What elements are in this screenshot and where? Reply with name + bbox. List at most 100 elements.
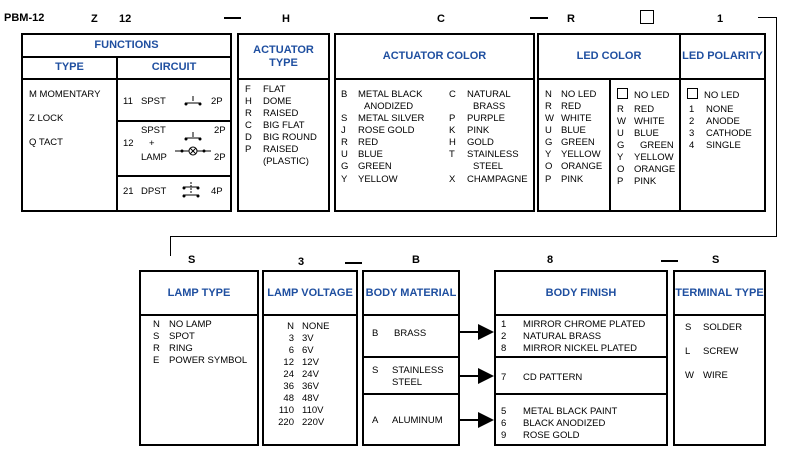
connector-line — [776, 17, 777, 237]
divider — [496, 393, 666, 395]
code-led-polarity: 1 — [717, 13, 724, 25]
led-color-item: PINK — [561, 174, 584, 185]
code-terminal-type: S — [712, 254, 720, 266]
actuator-type-item: DOME — [263, 96, 292, 107]
body-finish-code: 1 — [501, 319, 507, 330]
spst-lamp-switch-icon — [175, 132, 211, 156]
type-momentary: M MOMENTARY — [29, 89, 101, 100]
body-finish-code: 2 — [501, 331, 507, 342]
actuator-color-item: GOLD — [467, 137, 494, 148]
circuit-11-code: 11 — [123, 96, 133, 107]
body-finish-code: 7 — [501, 372, 507, 383]
lamp-voltage-value: 12V — [302, 357, 319, 368]
body-finish-item: MIRROR CHROME PLATED — [523, 319, 646, 330]
material-finish-arrows — [458, 324, 494, 428]
blank-code-box — [640, 10, 654, 24]
led-color-item: NO LED — [561, 89, 597, 100]
lamp-voltage-code: 48 — [283, 393, 294, 404]
actuator-color-letter: K — [449, 125, 456, 136]
divider — [118, 175, 230, 177]
actuator-color-letter: P — [449, 113, 456, 124]
body-material-label: STEEL — [392, 377, 423, 388]
body-material-label: STAINLESS — [392, 365, 444, 376]
lamp-type-letter: S — [153, 331, 160, 342]
actuator-color-letter: H — [449, 137, 456, 148]
lamp-type-letter: R — [153, 343, 160, 354]
body-finish-title: BODY FINISH — [496, 272, 666, 316]
divider — [609, 78, 611, 210]
actuator-color-item: YELLOW — [358, 174, 398, 185]
actuator-type-title: ACTUATOR TYPE — [239, 35, 328, 80]
circuit-12-plus: + — [149, 138, 155, 149]
led-color-item: ORANGE — [634, 164, 676, 175]
circuit-12-name: SPST — [141, 125, 166, 136]
circuit-header: CIRCUIT — [151, 60, 197, 73]
actuator-type-letter: H — [245, 96, 252, 107]
body-material-label: BRASS — [394, 328, 427, 339]
led-color-item: RED — [634, 104, 655, 115]
circuit-12-out1: 2P — [214, 125, 226, 136]
lamp-voltage-code: 24 — [283, 369, 294, 380]
lamp-voltage-value: 24V — [302, 369, 319, 380]
led-color-letter: R — [617, 104, 624, 115]
actuator-color-item: METAL SILVER — [358, 113, 425, 124]
lamp-voltage-code: 110 — [278, 405, 294, 416]
led-polarity-item: ANODE — [706, 116, 740, 127]
actuator-color-table: ACTUATOR COLOR B S J R U G Y METAL BLACK… — [334, 33, 535, 212]
terminal-type-title: TERMINAL TYPE — [675, 272, 764, 316]
code-led-color: R — [567, 13, 575, 25]
code-body-finish: 8 — [547, 254, 554, 266]
led-color-letter: R — [545, 101, 552, 112]
lamp-type-item: SPOT — [169, 331, 195, 342]
led-color-letter: Y — [617, 152, 624, 163]
lamp-voltage-value: 6V — [302, 345, 314, 356]
lamp-voltage-value: NONE — [302, 321, 330, 332]
circuit-12-lamp: LAMP — [141, 152, 167, 163]
actuator-color-letter: G — [341, 161, 349, 172]
lamp-voltage-code: 12 — [283, 357, 294, 368]
separator-dash — [530, 17, 548, 19]
led-color-item: WHITE — [634, 116, 665, 127]
lamp-voltage-title: LAMP VOLTAGE — [264, 272, 356, 316]
led-color-item: BLUE — [634, 128, 659, 139]
led-color-item: YELLOW — [634, 152, 674, 163]
actuator-color-item: PINK — [467, 125, 490, 136]
separator-dash — [661, 260, 678, 262]
lamp-type-letter: N — [153, 319, 160, 330]
actuator-color-item: PURPLE — [467, 113, 506, 124]
lamp-voltage-code: N — [287, 321, 294, 332]
body-finish-item: ROSE GOLD — [523, 430, 580, 441]
actuator-type-letter: R — [245, 108, 252, 119]
actuator-type-letter: C — [245, 120, 252, 131]
circuit-21-code: 21 — [123, 186, 134, 197]
led-polarity-letter: 2 — [689, 116, 695, 127]
terminal-type-table: TERMINAL TYPE S L W SOLDER SCREW WIRE — [673, 270, 766, 446]
actuator-color-item: ANODIZED — [364, 101, 414, 112]
connector-line — [170, 236, 171, 256]
lamp-type-letter: E — [153, 355, 160, 366]
circuit-21-out: 4P — [211, 186, 223, 197]
led-color-item: ORANGE — [561, 161, 603, 172]
divider — [496, 356, 666, 358]
terminal-type-item: SCREW — [703, 346, 739, 357]
actuator-color-item: RED — [358, 137, 379, 148]
divider — [116, 56, 118, 210]
lamp-voltage-value: 220V — [302, 417, 325, 428]
led-polarity-item: NONE — [706, 104, 734, 115]
body-material-code: A — [372, 415, 379, 426]
led-polarity-item: NO LED — [704, 90, 740, 101]
led-color-letter: O — [545, 161, 553, 172]
led-polarity-letter: 3 — [689, 128, 695, 139]
led-color-letter: N — [545, 89, 552, 100]
body-finish-item: MIRROR NICKEL PLATED — [523, 343, 638, 354]
lamp-type-table: LAMP TYPE N S R E NO LAMP SPOT RING POWE… — [139, 270, 259, 446]
lamp-type-title: LAMP TYPE — [141, 272, 257, 316]
functions-table: FUNCTIONS TYPE CIRCUIT M MOMENTARY Z LOC… — [21, 33, 232, 212]
type-tact: Q TACT — [29, 137, 63, 148]
body-finish-item: BLACK ANODIZED — [523, 418, 606, 429]
actuator-color-item: ROSE GOLD — [358, 125, 415, 136]
actuator-color-letter: J — [341, 125, 346, 136]
checkbox-icon — [617, 88, 628, 99]
body-finish-code: 5 — [501, 406, 507, 417]
actuator-color-letter: S — [341, 113, 348, 124]
